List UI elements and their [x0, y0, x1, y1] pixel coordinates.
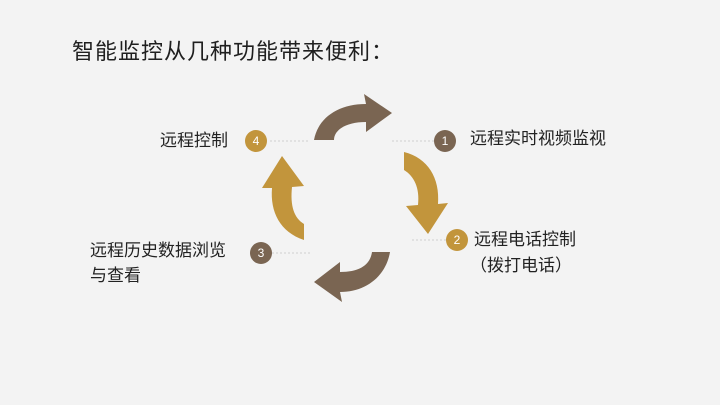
step-2-badge: 2 — [446, 229, 468, 251]
step-1-badge: 1 — [434, 130, 456, 152]
cycle-arrow-top — [314, 94, 392, 140]
cycle-arrow-right — [404, 152, 448, 234]
step-4-label: 远程控制 — [160, 131, 228, 151]
page-title: 智能监控从几种功能带来便利： — [72, 40, 395, 65]
step-4-badge: 4 — [245, 130, 267, 152]
step-2-label: 远程电话控制 — [474, 230, 576, 250]
cycle-arrow-bottom — [314, 252, 390, 302]
step-3-sublabel: 与查看 — [90, 266, 141, 286]
step-1-label: 远程实时视频监视 — [470, 129, 606, 149]
step-2-sublabel: （拨打电话） — [470, 256, 572, 276]
step-3-badge: 3 — [250, 242, 272, 264]
cycle-arrow-left — [262, 156, 304, 240]
step-3-label: 远程历史数据浏览 — [90, 241, 226, 261]
